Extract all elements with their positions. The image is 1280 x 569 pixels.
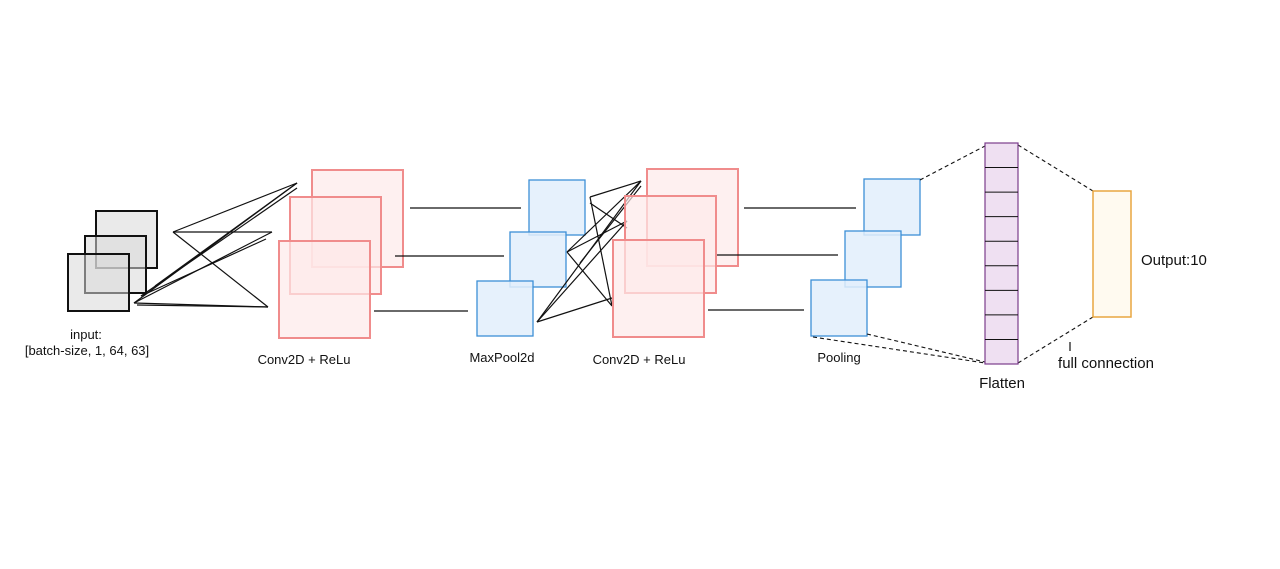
pooling-stack	[810, 178, 921, 337]
maxpool-to-conv2-connections	[536, 180, 642, 323]
pooling-label: Pooling	[817, 350, 860, 365]
conv1-to-maxpool-connections	[374, 207, 521, 312]
conv1-label: Conv2D + ReLu	[258, 352, 351, 367]
pooling-map-3	[863, 178, 921, 236]
conv1-map-1	[278, 240, 371, 339]
maxpool-stack	[476, 179, 586, 337]
input-label-line2: [batch-size, 1, 64, 63]	[25, 343, 149, 358]
flatten-to-output-projections	[1017, 144, 1094, 364]
pooling-map-1	[810, 279, 868, 337]
conv2-to-pooling-connections	[708, 207, 856, 311]
input-stack	[67, 210, 158, 312]
output-label: Output:10	[1141, 252, 1207, 269]
conv2-stack	[612, 168, 739, 338]
maxpool-label: MaxPool2d	[469, 350, 534, 365]
flatten-vector	[984, 142, 1019, 365]
input-to-conv1-connections	[133, 182, 298, 308]
flatten-label: Flatten	[979, 375, 1025, 392]
input-map-1	[67, 253, 130, 312]
input-label-line1: input:	[70, 327, 102, 342]
pooling-to-flatten-projections	[812, 145, 986, 364]
pooling-map-2	[844, 230, 902, 288]
conv1-stack	[278, 169, 404, 339]
maxpool-map-1	[476, 280, 534, 337]
maxpool-map-2	[509, 231, 567, 288]
maxpool-map-3	[528, 179, 586, 236]
conv2-map-1	[612, 239, 705, 338]
flatten-box	[984, 142, 1019, 365]
full-connection-label: full connection	[1058, 355, 1154, 372]
output-box	[1092, 190, 1132, 318]
conv2-label: Conv2D + ReLu	[593, 352, 686, 367]
